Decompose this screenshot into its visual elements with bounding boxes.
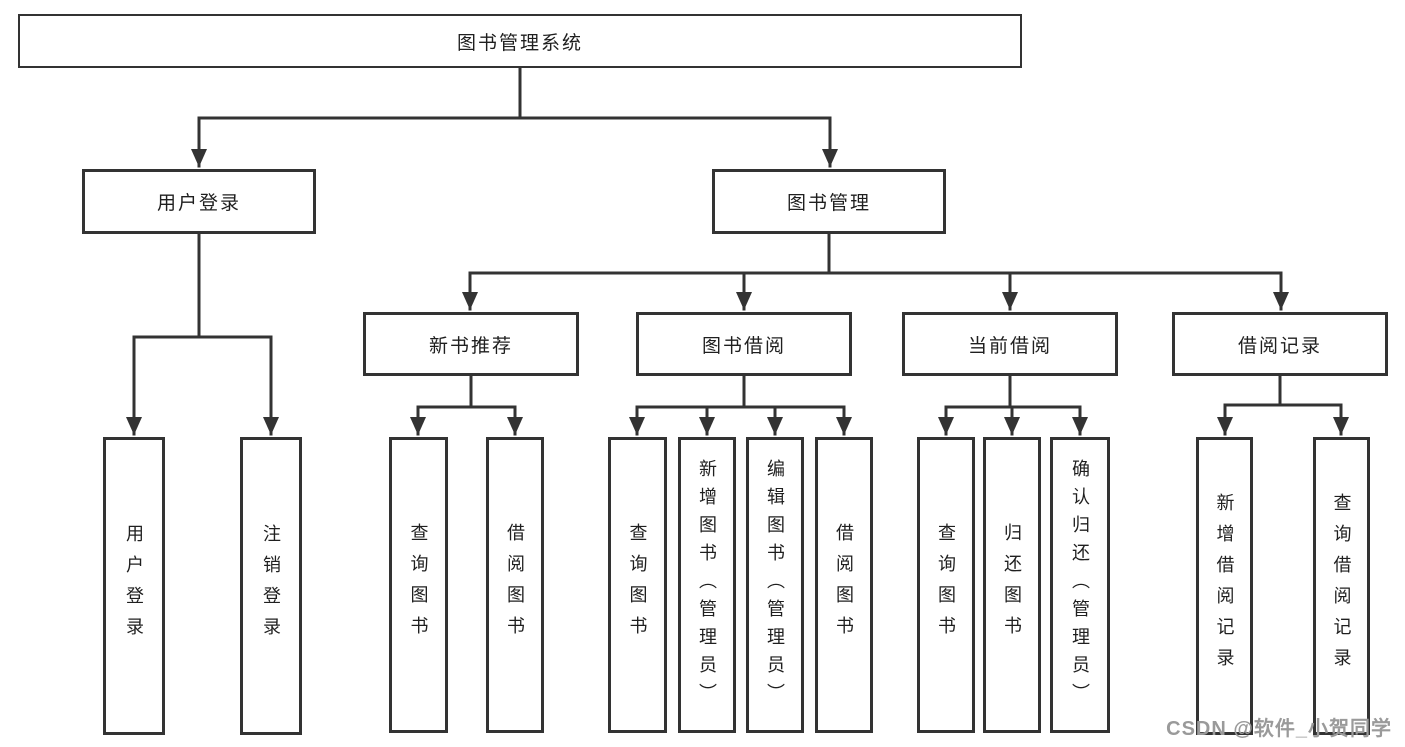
- leaf-add-borrow-record: 新增借阅记录: [1196, 437, 1253, 735]
- node-label: 图书管理: [786, 193, 871, 214]
- leaf-label: 新增借阅记录: [1214, 493, 1235, 679]
- leaf-query-books-current: 查询图书: [917, 437, 975, 733]
- connector-book-mgmt: [462, 232, 1289, 311]
- connector-user-login: [126, 232, 279, 436]
- connector-new-book-rec: [410, 374, 523, 436]
- leaf-label: 确认归还（管理员）: [1070, 459, 1090, 711]
- node-borrow-records: 借阅记录: [1172, 312, 1388, 376]
- leaf-borrow-books-rec: 借阅图书: [486, 437, 544, 733]
- node-library-system: 图书管理系统: [18, 14, 1022, 68]
- node-label: 当前借阅: [967, 335, 1052, 357]
- connector-book-borrow: [629, 374, 852, 436]
- leaf-label: 注销登录: [261, 524, 281, 648]
- node-label: 图书借阅: [701, 335, 786, 357]
- node-book-borrow: 图书借阅: [636, 312, 852, 376]
- leaf-user-login: 用户登录: [103, 437, 165, 735]
- node-label: 新书推荐: [428, 335, 513, 357]
- leaf-label: 借阅图书: [505, 523, 525, 647]
- node-book-mgmt: 图书管理: [712, 169, 946, 234]
- leaf-label: 新增图书（管理员）: [697, 459, 717, 711]
- connector-root: [191, 66, 838, 168]
- leaf-edit-book-admin: 编辑图书（管理员）: [746, 437, 804, 733]
- node-label: 图书管理系统: [456, 32, 583, 54]
- node-new-book-rec: 新书推荐: [363, 312, 579, 376]
- leaf-label: 查询借阅记录: [1331, 493, 1352, 679]
- connector-current-borrow: [938, 374, 1088, 436]
- leaf-query-books-rec: 查询图书: [389, 437, 448, 733]
- leaf-label: 用户登录: [124, 524, 144, 648]
- leaf-label: 编辑图书（管理员）: [765, 459, 785, 711]
- leaf-label: 查询图书: [627, 523, 648, 647]
- leaf-confirm-return-admin: 确认归还（管理员）: [1050, 437, 1110, 733]
- node-label: 用户登录: [156, 193, 241, 214]
- leaf-label: 借阅图书: [834, 523, 854, 647]
- connector-borrow-records: [1217, 374, 1349, 436]
- leaf-logout: 注销登录: [240, 437, 302, 735]
- leaf-query-books-borrow: 查询图书: [608, 437, 667, 733]
- leaf-label: 归还图书: [1002, 523, 1022, 647]
- csdn-watermark: CSDN @软件_小贺同学: [1166, 718, 1392, 740]
- leaf-query-borrow-record: 查询借阅记录: [1313, 437, 1370, 735]
- node-user-login: 用户登录: [82, 169, 316, 234]
- leaf-return-book: 归还图书: [983, 437, 1041, 733]
- leaf-borrow-books: 借阅图书: [815, 437, 873, 733]
- leaf-add-book-admin: 新增图书（管理员）: [678, 437, 736, 733]
- leaf-label: 查询图书: [936, 523, 956, 647]
- leaf-label: 查询图书: [408, 523, 429, 647]
- node-current-borrow: 当前借阅: [902, 312, 1118, 376]
- node-label: 借阅记录: [1237, 335, 1322, 357]
